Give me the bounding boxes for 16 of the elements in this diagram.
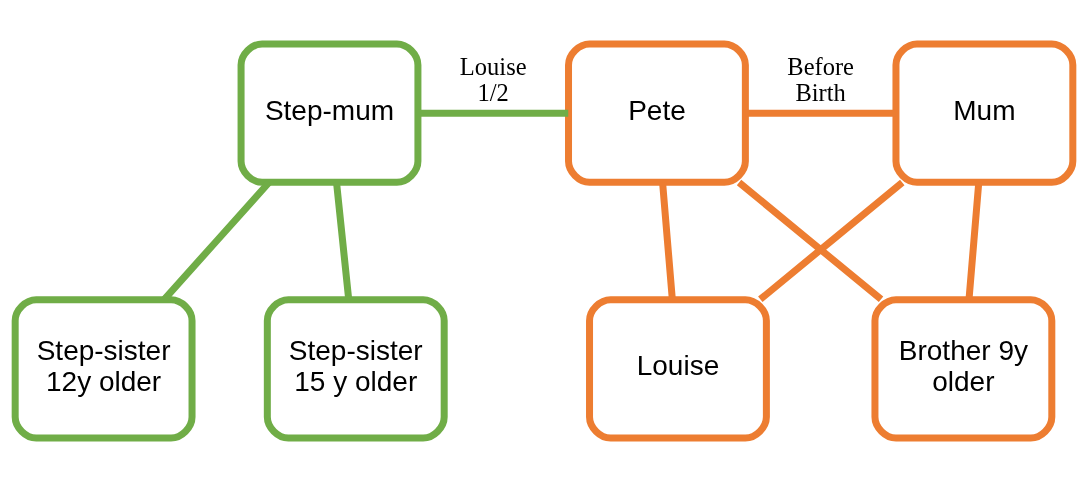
node-box: Step-sister 15 y older	[263, 296, 448, 442]
connector	[965, 182, 983, 300]
node-box: Brother 9y older	[871, 296, 1056, 442]
connector	[659, 182, 676, 300]
connector	[758, 179, 905, 302]
edge-label: Louise 1/2	[459, 53, 527, 107]
connector	[418, 109, 569, 117]
connector	[333, 182, 353, 300]
connector	[736, 179, 884, 302]
node-box: Pete	[565, 40, 749, 186]
node-box: Mum	[892, 40, 1077, 186]
node-box: Step-sister 12y older	[11, 296, 196, 442]
node-box: Louise	[586, 296, 770, 442]
node-box: Step-mum	[237, 40, 422, 186]
edge-label: Before Birth	[787, 53, 855, 107]
connector	[745, 109, 896, 117]
